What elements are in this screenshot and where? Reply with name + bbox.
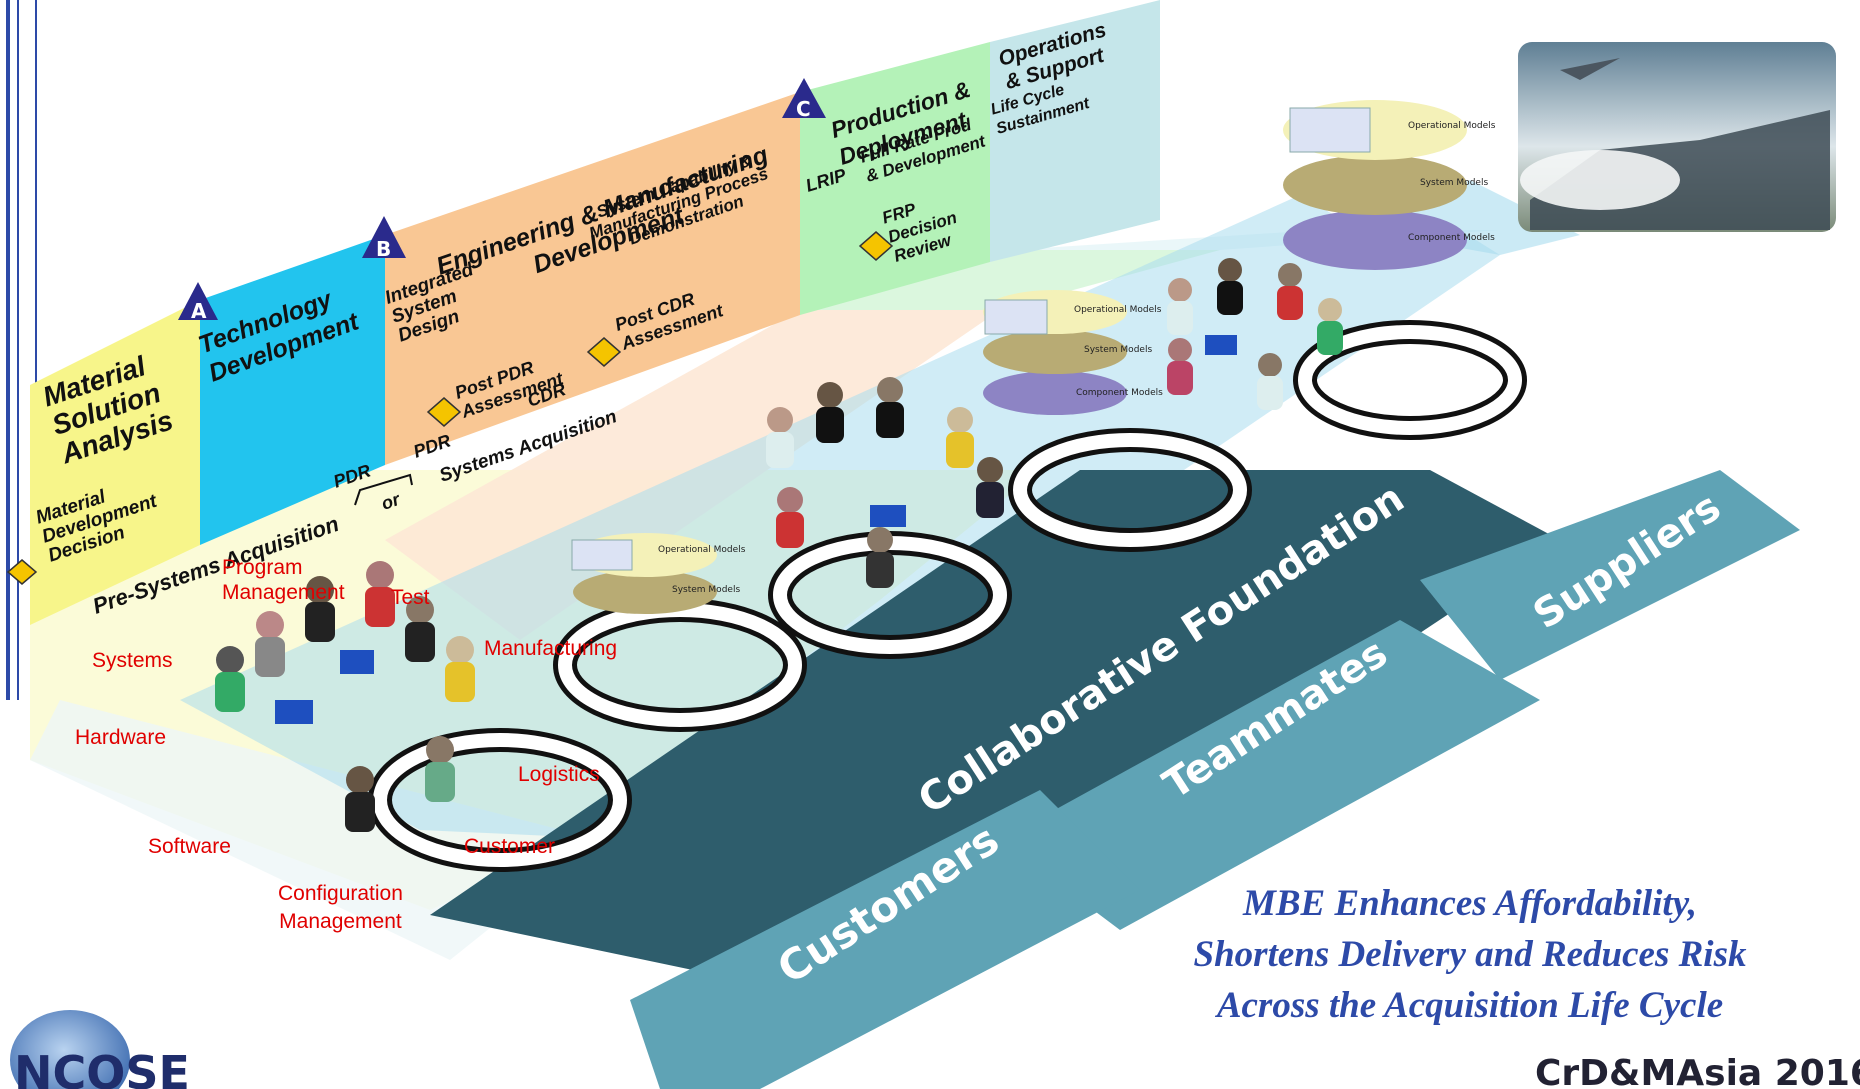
foundation bbox=[430, 470, 1800, 1089]
foundation-teammates-band bbox=[1000, 620, 1540, 930]
milestone-c-label: C bbox=[796, 97, 811, 121]
diamond-post-cdr bbox=[586, 337, 622, 367]
foundation-collaborative-band bbox=[430, 470, 1560, 1005]
role-logistics: Logistics bbox=[518, 763, 600, 786]
foundation-suppliers-band bbox=[1420, 470, 1800, 680]
role-software: Software bbox=[148, 835, 231, 858]
phase-msa-panel bbox=[30, 300, 200, 625]
milestone-c: C bbox=[782, 78, 826, 121]
svg-text:System Models: System Models bbox=[1420, 178, 1488, 188]
decision-diamonds bbox=[6, 231, 894, 585]
model-stack-1: System Models Operational Models bbox=[571, 533, 746, 614]
phase-pd-panel bbox=[800, 42, 990, 315]
milestone-b: B bbox=[362, 216, 406, 261]
cycle-arrow-1 bbox=[368, 728, 632, 872]
role-customer: Customer bbox=[464, 835, 556, 858]
svg-text:Component Models: Component Models bbox=[1408, 233, 1495, 243]
svg-text:NCOSE: NCOSE bbox=[14, 1046, 190, 1089]
role-hardware: Hardware bbox=[75, 726, 167, 749]
milestone-b-label: B bbox=[376, 237, 391, 261]
diamond-post-pdr bbox=[426, 397, 462, 427]
svg-text:System Models: System Models bbox=[1084, 345, 1152, 355]
foundation-customers-band bbox=[630, 790, 1140, 1089]
svg-text:Component Models: Component Models bbox=[1076, 388, 1163, 398]
phase-wall bbox=[30, 0, 1160, 625]
model-stack-2: Component Models System Models Operation… bbox=[983, 290, 1163, 415]
incose-logo: NCOSE bbox=[10, 1010, 190, 1089]
svg-text:Operational Models: Operational Models bbox=[1408, 121, 1496, 131]
cycle-arrow-4 bbox=[1008, 428, 1252, 552]
milestone-a: A bbox=[178, 282, 218, 323]
svg-text:System Models: System Models bbox=[672, 585, 740, 595]
diamond-mdd bbox=[6, 559, 38, 585]
phase-os-panel bbox=[990, 10, 1120, 262]
crdm-logo: CrD&MAsia 2016 bbox=[1535, 1053, 1860, 1089]
team-cluster-2 bbox=[766, 377, 1004, 588]
team-cluster-1 bbox=[215, 561, 475, 832]
role-test: Test bbox=[391, 586, 430, 609]
role-program-management: Program Management bbox=[222, 556, 345, 604]
phase-msa-title: Material Solution Analysis bbox=[39, 350, 177, 470]
diamond-frp bbox=[858, 231, 894, 261]
cycle-arrow-5 bbox=[1293, 320, 1527, 440]
role-manufacturing: Manufacturing bbox=[484, 637, 618, 660]
ship-photo bbox=[1518, 42, 1836, 232]
role-configuration-management: Configuration Management bbox=[278, 882, 403, 933]
role-systems: Systems bbox=[92, 649, 173, 672]
tagline: MBE Enhances Affordability, Shortens Del… bbox=[1193, 883, 1747, 1026]
svg-text:Operational Models: Operational Models bbox=[1074, 305, 1162, 315]
milestone-a-label: A bbox=[191, 299, 207, 323]
team-cluster-3 bbox=[1167, 258, 1343, 410]
svg-text:Operational Models: Operational Models bbox=[658, 545, 746, 555]
phase-emd-panel bbox=[385, 92, 800, 465]
phase-td-panel bbox=[200, 235, 385, 545]
model-stack-3: Component Models System Models Operation… bbox=[1283, 100, 1496, 270]
